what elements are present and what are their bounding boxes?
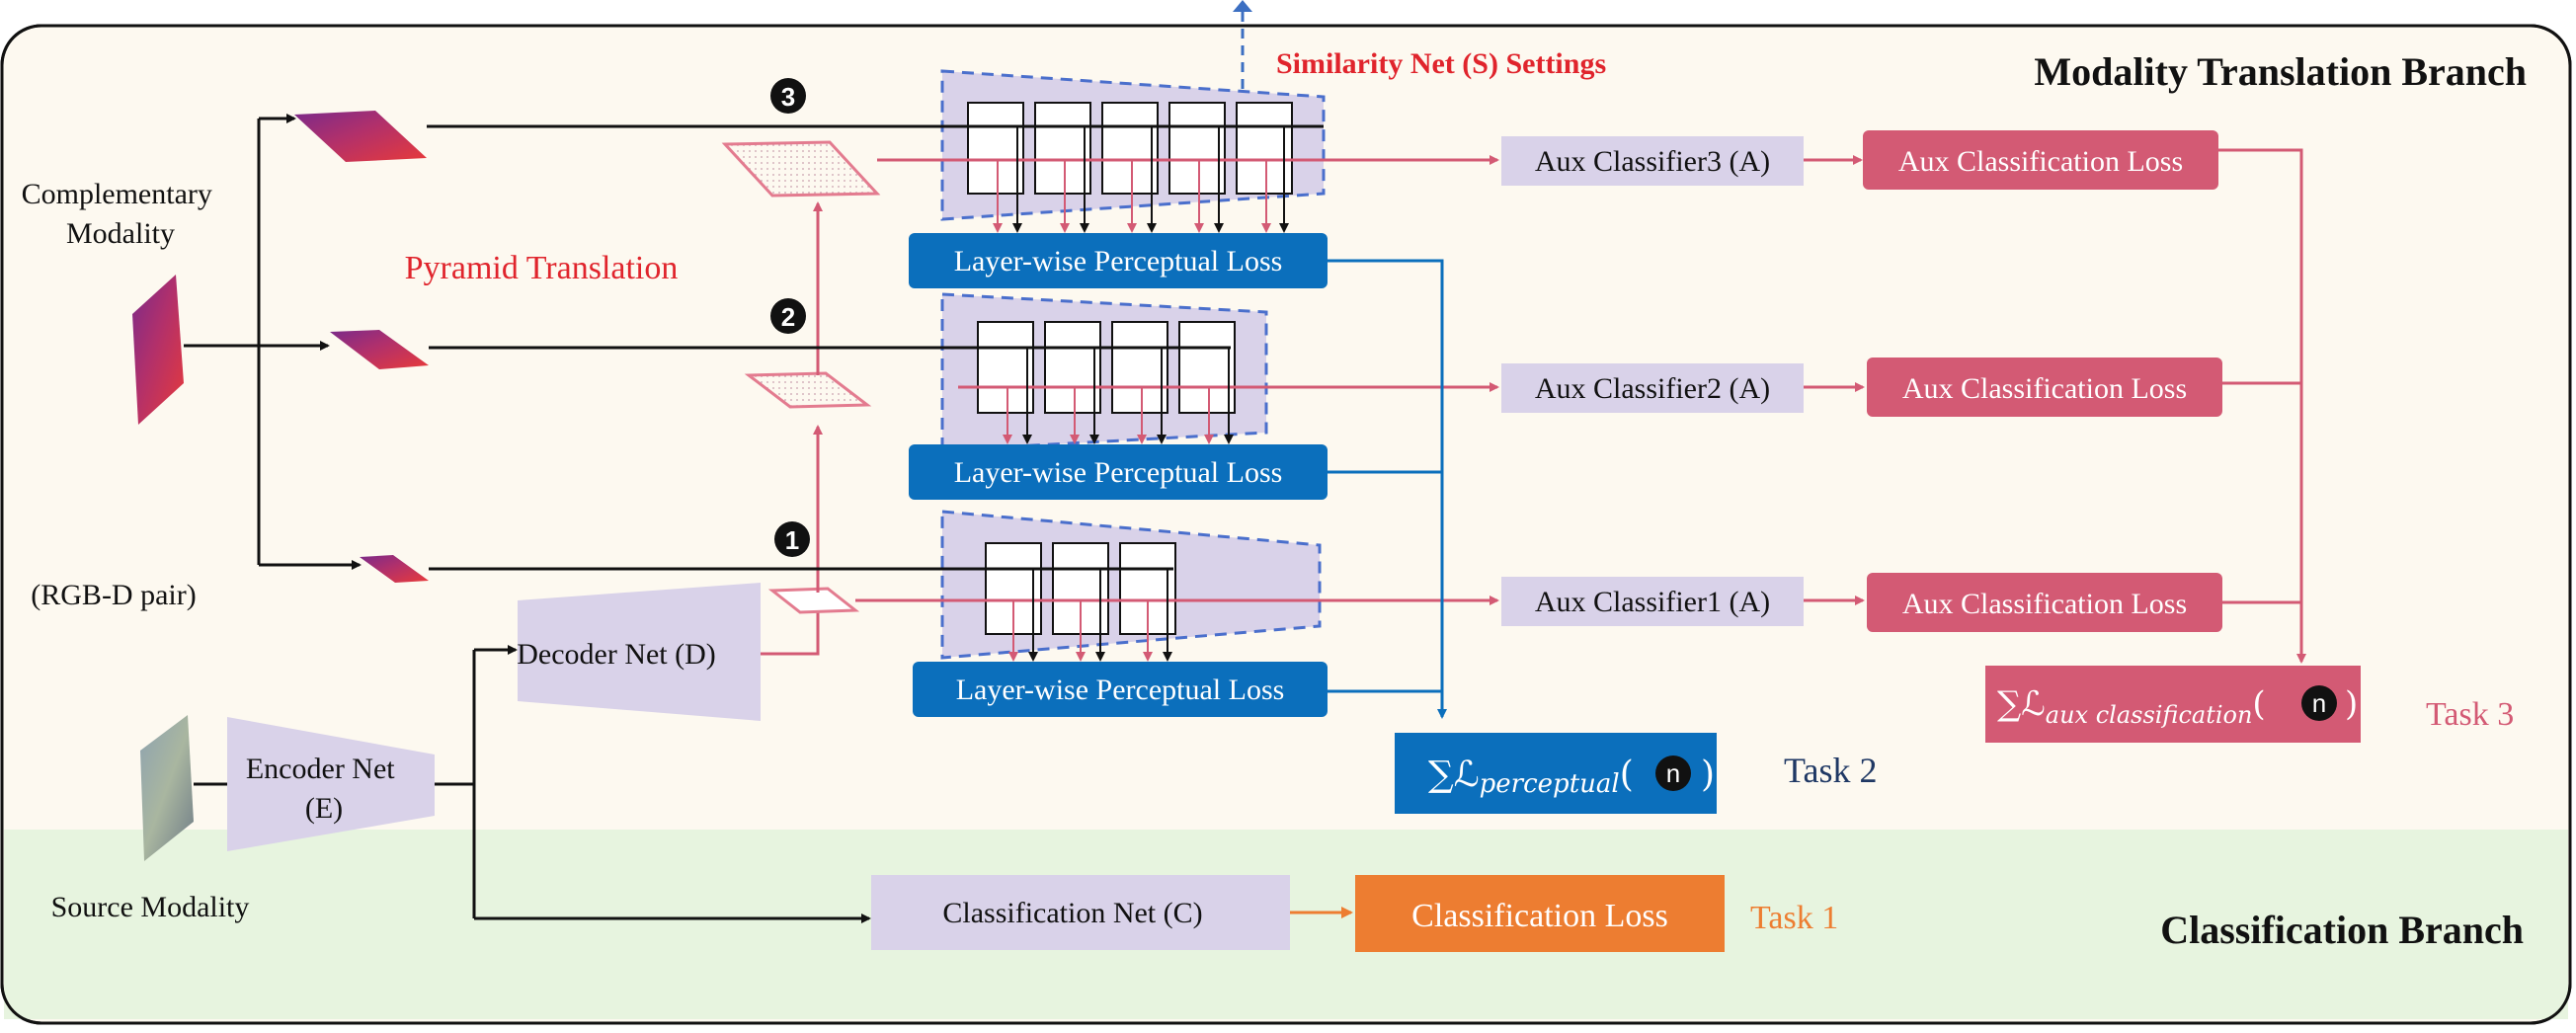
perceptual-sum-formula: ∑ℒperceptual( <box>1428 755 1634 799</box>
aux-n-marker <box>2301 685 2337 721</box>
svg-text:n: n <box>1666 758 1680 788</box>
svg-text:): ) <box>2345 684 2358 724</box>
classification-net-box <box>871 875 1290 950</box>
encoder-net-label: Encoder Net (E) <box>246 753 402 825</box>
aux-classifier-1-box <box>1501 577 1804 626</box>
perceptual-loss-label-1: Layer-wise Perceptual Loss <box>956 674 1285 706</box>
svg-text:3: 3 <box>781 82 795 112</box>
depth-image-large-scale <box>294 111 427 162</box>
task-1-label: Task 1 <box>1750 900 1838 936</box>
similarity-net-label: Similarity Net (S) Settings <box>1276 47 1606 80</box>
perceptual-loss-label-2: Layer-wise Perceptual Loss <box>954 456 1283 489</box>
task-3-label: Task 3 <box>2426 696 2514 733</box>
decoder-net-label: Decoder Net (D) <box>517 638 716 671</box>
classification-loss-box <box>1355 875 1725 952</box>
decoder-net-shape <box>518 583 761 721</box>
rgbd-pair-label: (RGB-D pair) <box>31 579 196 611</box>
pyramid-plane-2 <box>744 371 872 409</box>
pyramid-plane-3 <box>721 140 881 198</box>
source-image <box>140 715 194 861</box>
svg-text:): ) <box>1701 755 1715 795</box>
svg-text:2: 2 <box>781 302 795 332</box>
aux-loss-label-1: Aux Classification Loss <box>1902 588 2187 620</box>
aux-loss-box-3 <box>1863 130 2218 190</box>
complementary-modality-label: Complementary Modality <box>22 178 220 250</box>
perceptual-loss-box-1 <box>913 662 1328 717</box>
perceptual-loss-label-3: Layer-wise Perceptual Loss <box>954 245 1283 278</box>
classification-loss-label: Classification Loss <box>1411 898 1668 934</box>
pyramid-translation-label: Pyramid Translation <box>405 250 679 286</box>
svg-text:n: n <box>2312 688 2326 718</box>
aux-sum-formula: ∑ℒaux classification( <box>1997 684 2266 729</box>
pyramid-plane-1 <box>767 587 860 614</box>
aux-loss-box-1 <box>1867 573 2222 632</box>
aux-classifier-3-label: Aux Classifier3 (A) <box>1535 145 1770 178</box>
encoder-net-shape <box>227 717 435 851</box>
perceptual-n-marker <box>1655 755 1691 791</box>
aux-classifier-2-box <box>1501 363 1804 413</box>
source-modality-label: Source Modality <box>51 891 250 923</box>
perceptual-loss-box-3 <box>909 233 1328 288</box>
depth-image <box>132 275 184 425</box>
classification-net-label: Classification Net (C) <box>942 897 1202 929</box>
aux-sum-box <box>1985 666 2361 743</box>
up-arrow-icon <box>1233 0 1252 12</box>
translation-branch-title: Modality Translation Branch <box>2034 49 2527 94</box>
aux-classifier-2-label: Aux Classifier2 (A) <box>1535 372 1770 405</box>
step-3-marker <box>770 78 806 114</box>
aux-classifier-3-box <box>1501 136 1804 186</box>
aux-loss-label-3: Aux Classification Loss <box>1898 145 2183 178</box>
svg-text:1: 1 <box>785 525 799 555</box>
perceptual-loss-box-2 <box>909 444 1328 500</box>
classification-branch-title: Classification Branch <box>2160 908 2524 952</box>
depth-image-mid-scale <box>330 330 429 369</box>
aux-loss-box-2 <box>1867 358 2222 417</box>
aux-loss-label-2: Aux Classification Loss <box>1902 372 2187 405</box>
step-2-marker <box>770 298 806 334</box>
step-1-marker <box>774 521 810 557</box>
task-2-label: Task 2 <box>1784 751 1877 790</box>
aux-classifier-1-label: Aux Classifier1 (A) <box>1535 586 1770 618</box>
depth-image-small-scale <box>360 555 429 583</box>
